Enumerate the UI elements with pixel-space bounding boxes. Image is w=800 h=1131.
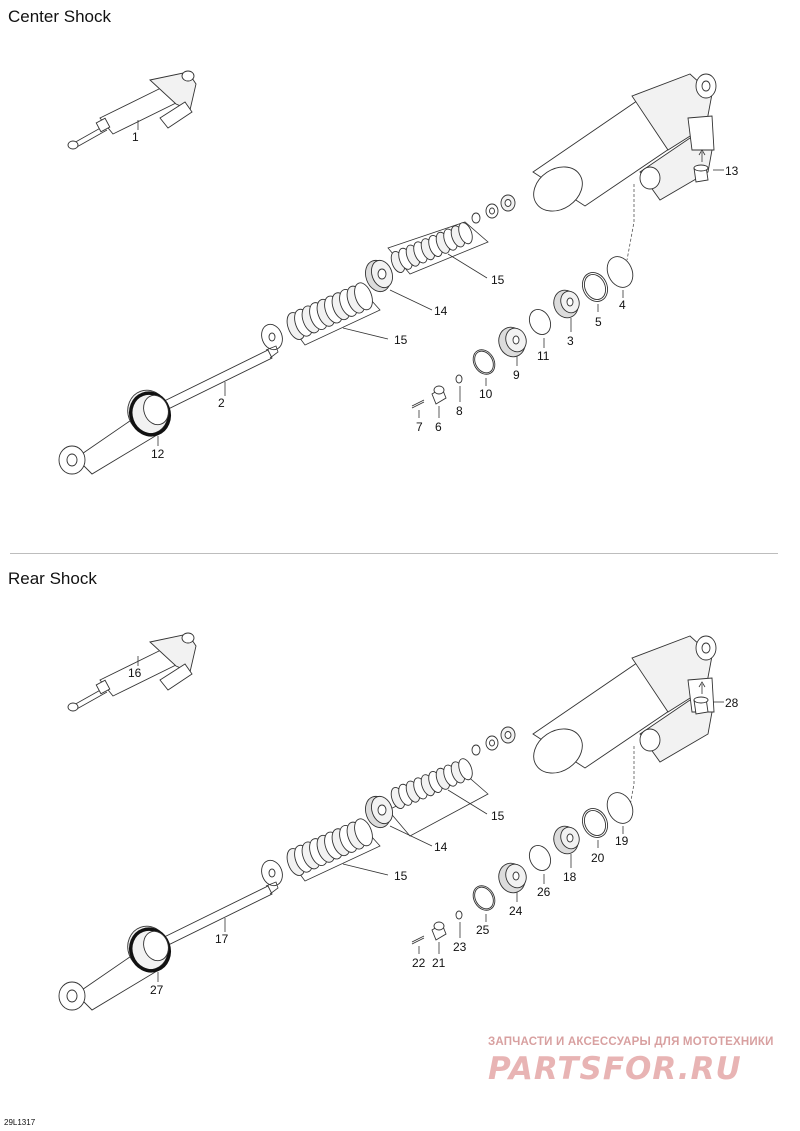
callout-rod: 17 (215, 932, 229, 946)
part-disc (528, 309, 552, 335)
watermark-logo: PARTSFOR.RU (488, 1051, 742, 1087)
part-rod-disc (261, 859, 283, 887)
watermark: ЗАПЧАСТИ И АКСЕССУАРЫ ДЛЯ МОТОТЕХНИКИ PA… (488, 1036, 788, 1087)
section-title-rear: Rear Shock (8, 569, 97, 588)
part-reservoir-body (532, 73, 717, 212)
part-valve (693, 681, 709, 715)
callout-nut: 21 (432, 956, 446, 970)
part-nut (431, 385, 447, 405)
callout-ring: 5 (595, 315, 602, 329)
part-shim-stack-lower (286, 818, 381, 882)
part-upper-washers (471, 194, 516, 224)
leader-lines (137, 120, 724, 446)
callout-snap-ring: 10 (479, 387, 493, 401)
part-needle (411, 935, 425, 945)
callout-cap: 18 (563, 870, 577, 884)
callout-snap-ring: 25 (476, 923, 490, 937)
callout-shims-upper: 15 (491, 273, 505, 287)
part-rod-disc (261, 323, 283, 351)
callout-needle: 22 (412, 956, 426, 970)
callout-bearing: 12 (151, 447, 165, 461)
part-shock-assembly (67, 70, 197, 150)
leader-dashed (626, 184, 635, 261)
part-snap-ring (472, 885, 496, 911)
part-piston (498, 326, 527, 358)
callout-rod: 2 (218, 396, 225, 410)
callout-shims-upper: 15 (491, 809, 505, 823)
callout-assembly: 1 (132, 130, 139, 144)
part-oring-large (606, 792, 634, 824)
part-cap (553, 825, 580, 855)
callout-oring-large: 4 (619, 298, 626, 312)
callout-washer-small: 8 (456, 404, 463, 418)
callout-piston: 24 (509, 904, 523, 918)
part-valve (693, 149, 709, 183)
diagram-rear-shock: 16 17 18 19 20 21 22 23 24 25 26 27 28 1… (58, 632, 739, 1011)
part-bearing-assembly (58, 925, 171, 1011)
callout-oring-large: 19 (615, 834, 629, 848)
watermark-tagline: ЗАПЧАСТИ И АКСЕССУАРЫ ДЛЯ МОТОТЕХНИКИ (488, 1036, 774, 1048)
part-nut (431, 921, 447, 941)
part-ring (581, 808, 609, 838)
leader-lines (137, 656, 724, 982)
part-shim-stack-lower (286, 282, 381, 346)
callout-ring: 20 (591, 851, 605, 865)
callout-washer-small: 23 (453, 940, 467, 954)
callout-piston-main: 14 (434, 304, 448, 318)
part-needle (411, 399, 425, 409)
callout-piston: 9 (513, 368, 520, 382)
part-shim-stack-upper (387, 758, 489, 837)
part-disc (528, 845, 552, 871)
part-reservoir-body (532, 635, 717, 774)
leader-dashed (626, 746, 635, 823)
callout-bearing: 27 (150, 983, 164, 997)
callout-disc: 26 (537, 885, 551, 899)
part-cap (553, 289, 580, 319)
part-main-piston (365, 795, 393, 829)
part-shim-stack-upper (387, 221, 489, 275)
callout-shims-lower: 15 (394, 333, 408, 347)
section-title-center: Center Shock (8, 7, 111, 26)
callout-disc: 11 (537, 349, 550, 363)
part-shaft (149, 345, 279, 417)
callout-piston-main: 14 (434, 840, 448, 854)
part-main-piston (365, 259, 393, 293)
callout-valve: 28 (725, 696, 739, 710)
callout-needle: 7 (416, 420, 423, 434)
callout-valve: 13 (725, 164, 739, 178)
callout-nut: 6 (435, 420, 442, 434)
part-upper-washers (471, 726, 516, 756)
part-shaft (149, 881, 279, 953)
callout-shims-lower: 15 (394, 869, 408, 883)
callout-assembly: 16 (128, 666, 142, 680)
diagram-code: 29L1317 (4, 1118, 36, 1127)
part-bearing-assembly (58, 389, 171, 475)
section-divider (10, 553, 778, 554)
part-ring (581, 272, 609, 302)
diagram-center-shock: 1 2 3 4 5 6 7 8 9 10 11 12 13 14 15 15 (58, 70, 739, 475)
part-snap-ring (472, 349, 496, 375)
callout-cap: 3 (567, 334, 574, 348)
part-oring-large (606, 256, 634, 288)
part-washer-small (455, 374, 463, 384)
part-washer-small (455, 910, 463, 920)
part-shock-assembly (67, 632, 197, 712)
part-piston (498, 862, 527, 894)
